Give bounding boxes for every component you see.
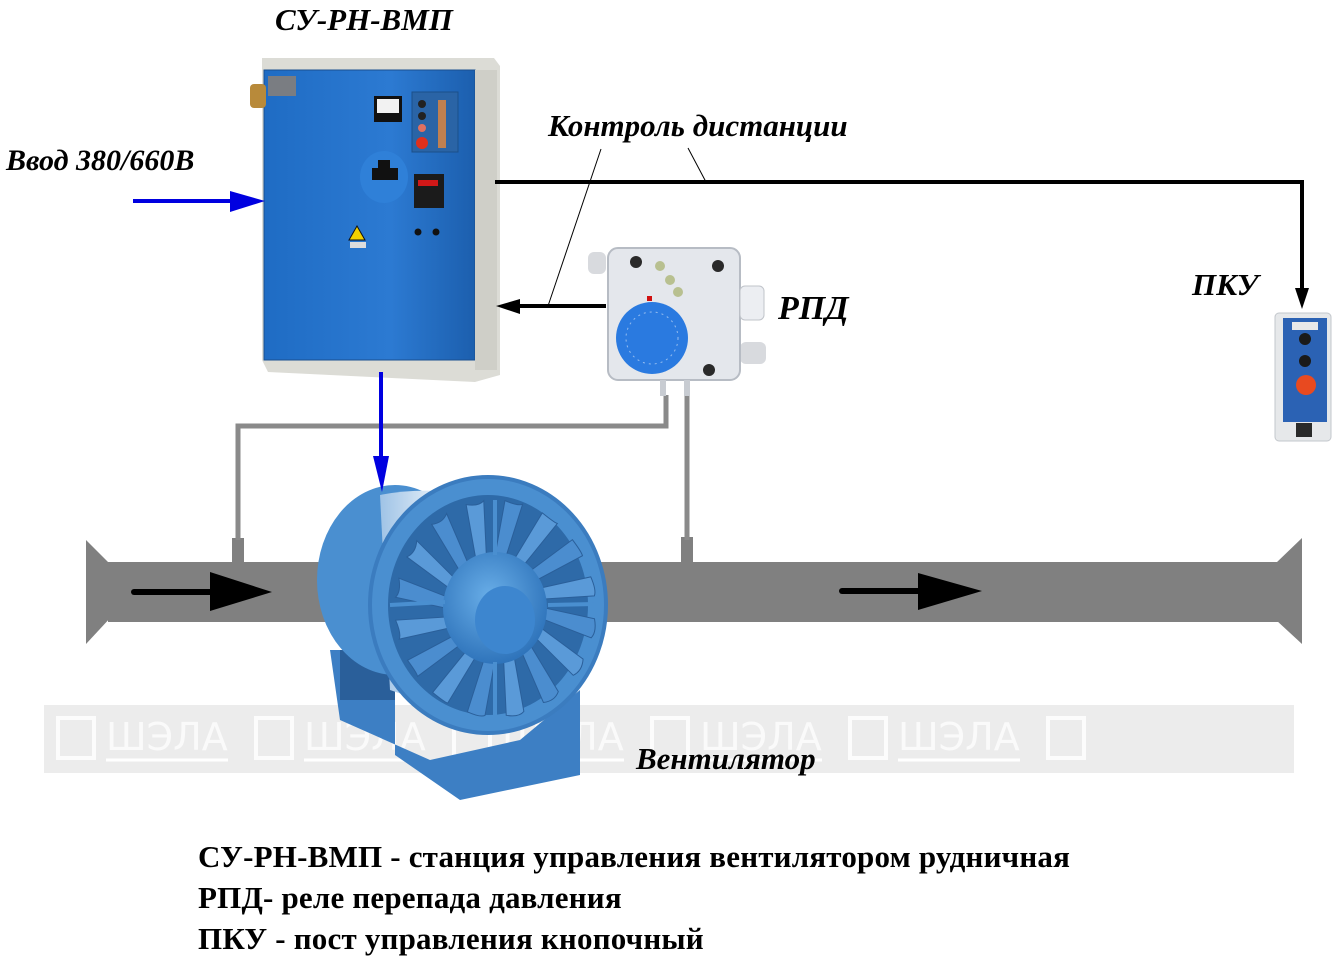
- distance-control-label: Контроль дистанции: [548, 108, 848, 143]
- button-post-image: [1274, 312, 1332, 442]
- air-duct: [86, 537, 1302, 644]
- fan-blade: [430, 512, 469, 572]
- legend: СУ-РН-ВМП - станция управления вентилято…: [198, 836, 1070, 959]
- pressure-relay-label: РПД: [778, 290, 849, 327]
- legend-item-button-post: ПКУ - пост управления кнопочный: [198, 921, 704, 956]
- watermark-logo: ШЭЛА: [650, 715, 822, 762]
- watermark-text: ШЭЛА: [898, 715, 1020, 759]
- pressure-tap-outlet: [681, 537, 693, 564]
- watermark-logo: ШЭЛА: [848, 715, 1020, 762]
- fan-blade: [405, 539, 455, 589]
- button-post-label: ПКУ: [1192, 267, 1259, 302]
- fan-blade: [431, 650, 477, 704]
- power-input-arrow: [133, 191, 265, 212]
- fan-blade: [521, 644, 559, 704]
- station-label: СУ-РН-ВМП: [275, 2, 453, 37]
- emergency-stop-button: [1296, 375, 1316, 395]
- pressure-tap-inlet: [232, 538, 244, 564]
- power-output-arrow: [373, 372, 389, 492]
- pressure-tubes: [235, 395, 690, 540]
- pressure-tube-inlet: [235, 395, 669, 540]
- fan-blade: [503, 655, 525, 717]
- fan-blade: [465, 499, 487, 561]
- fan-blade: [394, 577, 447, 609]
- pressure-relay-image: [588, 247, 766, 396]
- fan-blade: [529, 538, 584, 581]
- fan-blade: [494, 499, 524, 558]
- fan-blade: [466, 658, 496, 717]
- fan-blade: [535, 627, 584, 676]
- fan-label: Вентилятор: [636, 741, 816, 776]
- airflow-arrow-inlet: [131, 572, 272, 611]
- fan-image: [317, 475, 608, 800]
- legend-item-station: СУ-РН-ВМП - станция управления вентилято…: [198, 839, 1071, 874]
- duct-outlet-flare: [1276, 538, 1302, 644]
- fan-blade: [540, 576, 596, 600]
- watermark-logo: ШЭЛА: [56, 715, 228, 762]
- fan-blade: [406, 635, 461, 678]
- power-input-label: Ввод 380/660В: [6, 144, 195, 177]
- legend-item-pressure-relay: РПД- реле перепада давления: [198, 880, 622, 915]
- relay-signal-arrow: [496, 299, 606, 314]
- fan-blade: [394, 616, 450, 640]
- label-leader-lines: [547, 147, 707, 307]
- fan-blade: [543, 607, 596, 639]
- airflow-arrow-outlet: [839, 573, 982, 610]
- cabinet-controller: [414, 174, 444, 208]
- watermark-logo: [1046, 716, 1086, 760]
- distance-control-line: [495, 180, 1309, 309]
- fan-blade: [513, 512, 559, 566]
- duct-inlet-flare: [86, 540, 112, 644]
- watermark-text: ШЭЛА: [700, 715, 822, 759]
- watermark-text: ШЭЛА: [106, 715, 228, 759]
- relay-dial: [616, 302, 688, 374]
- warning-sign: [348, 224, 366, 241]
- fan-blades: [394, 499, 596, 717]
- control-station-image: [250, 58, 500, 382]
